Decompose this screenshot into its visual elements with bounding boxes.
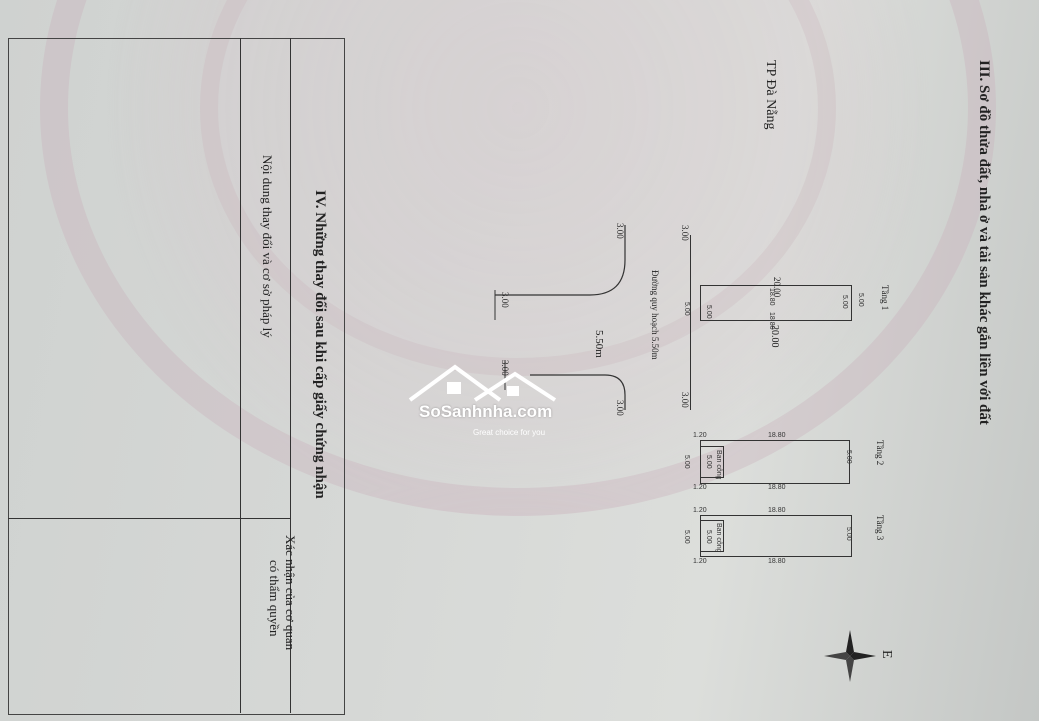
- table-col-content: Nội dung thay đổi và cơ sở pháp lý: [260, 155, 275, 338]
- floor2-corner-dim: 5.00: [683, 455, 690, 469]
- corner-dim-1: 3.00: [680, 225, 690, 241]
- table-col-confirm-line1: Xác nhận của cơ quan: [283, 535, 298, 651]
- floor2-balcony: Ban công: [715, 450, 722, 480]
- floor3-label: Tầng 3: [875, 515, 885, 541]
- floor3-left-top: 1.20: [693, 507, 707, 514]
- compass-label: E: [879, 650, 894, 659]
- floor3-top-dim: 18.80: [768, 507, 786, 514]
- changes-table: [8, 38, 345, 715]
- floor3-balcony: Ban công: [715, 523, 722, 553]
- floor1-side-far: 5.00: [857, 293, 864, 307]
- floor2-label: Tầng 2: [875, 440, 885, 466]
- floor2-left-top: 1.20: [693, 432, 707, 439]
- watermark-brand: SoSanhnha.com: [419, 402, 553, 421]
- table-column-divider: [8, 518, 290, 519]
- table-header-divider: [240, 38, 241, 713]
- floor1-label: Tầng 1: [880, 285, 890, 311]
- floor2-balcony-box: [700, 446, 724, 478]
- watermark-tagline: Great choice for you: [473, 428, 546, 437]
- corner-dim-2: 3.00: [680, 392, 690, 408]
- table-title-divider: [290, 38, 291, 713]
- compass-icon: [824, 630, 876, 682]
- floor2-top-dim: 18.80: [768, 432, 786, 439]
- floor2-inner-dim: 5.00: [705, 455, 712, 469]
- floor1-inner-bottom: 18.80: [768, 312, 775, 330]
- road-edge-line: [690, 235, 691, 410]
- floor3-balcony-box: [700, 520, 724, 552]
- lot-width-dim: 5.00: [683, 302, 690, 316]
- floor2-bottom-dim: 18.80: [768, 484, 786, 491]
- section4-title: IV. Những thay đổi sau khi cấp giấy chứn…: [312, 190, 328, 499]
- floor3-bottom-dim: 18.80: [768, 558, 786, 565]
- floor1-side-left: 5.00: [705, 305, 712, 319]
- intersection-curves: [494, 225, 626, 410]
- floor3-side-dim: 5.00: [845, 527, 852, 541]
- floor3-inner-dim: 5.00: [705, 530, 712, 544]
- table-col-confirm-line2: có thẩm quyền: [267, 560, 282, 637]
- sosanhnha-watermark: SoSanhnha.com Great choice for you: [405, 362, 565, 442]
- floor2-side-dim: 5.00: [845, 450, 852, 464]
- floor1-outline: [700, 285, 852, 321]
- house-logo-icon: [408, 364, 557, 402]
- floor2-left-bottom: 1.20: [693, 484, 707, 491]
- city-label: TP Đà Nẵng: [763, 60, 778, 130]
- section3-title: III. Sơ đồ thửa đất, nhà ở và tài sản kh…: [976, 60, 992, 425]
- floor3-left-bottom: 1.20: [693, 558, 707, 565]
- road-label: Đường quy hoạch 5.50m: [650, 270, 660, 360]
- floor1-side-right: 5.00: [841, 295, 848, 309]
- floor3-corner-dim: 5.00: [683, 530, 690, 544]
- floor1-inner-top: 18.80: [768, 288, 775, 306]
